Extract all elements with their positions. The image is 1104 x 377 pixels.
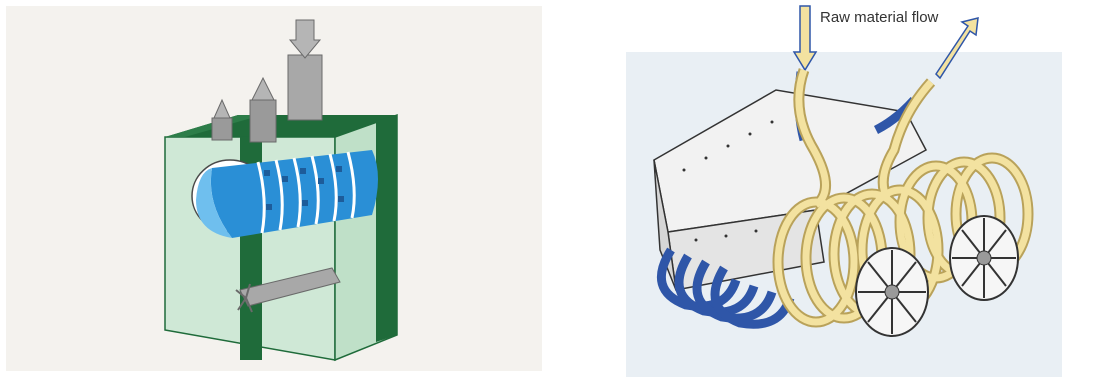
coil-dryer-illustration xyxy=(576,0,1104,377)
front-wheel xyxy=(856,248,928,336)
inlet-duct xyxy=(288,55,322,120)
rear-wheel xyxy=(950,216,1018,300)
left-diagram-panel xyxy=(0,0,546,377)
housing-post-side xyxy=(376,115,397,342)
drum-housing-illustration xyxy=(0,0,546,377)
left-duct xyxy=(212,118,232,140)
right-diagram-panel: Raw material flow xyxy=(576,0,1104,377)
raw-material-flow-label: Raw material flow xyxy=(820,9,938,26)
middle-duct xyxy=(250,100,276,142)
top-label-strip xyxy=(626,0,1062,52)
